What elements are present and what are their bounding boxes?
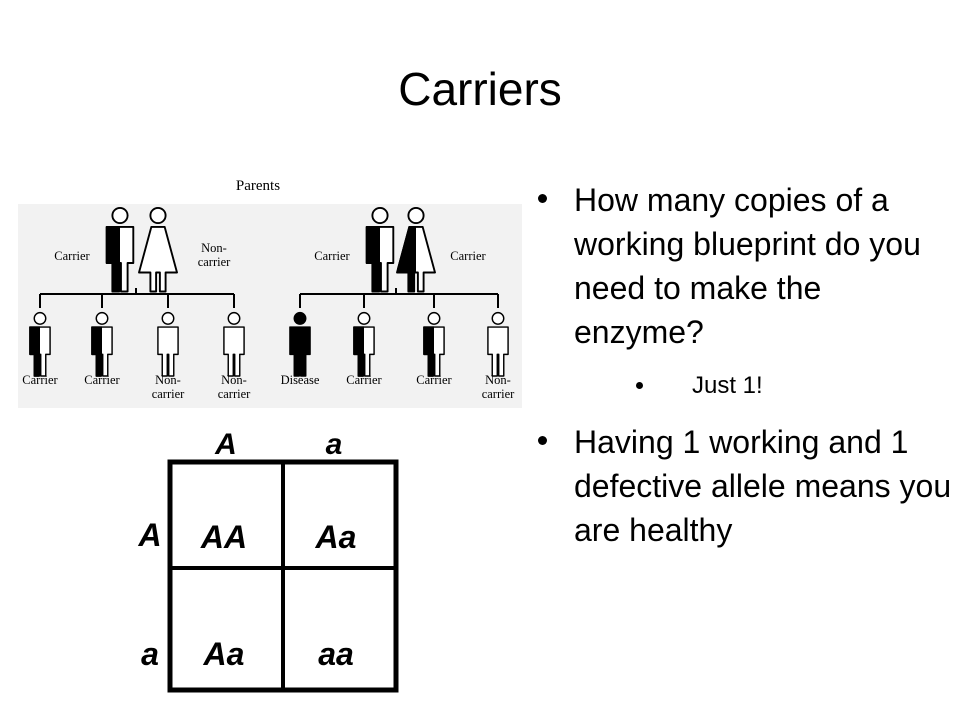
parents-label: Parents	[236, 178, 280, 194]
punnett-cell: aa	[318, 636, 354, 672]
child-normal-figure	[157, 311, 179, 377]
mother-label: Non-carrier	[198, 241, 231, 269]
sub-bullet-item: Just 1!	[532, 370, 952, 402]
mother-figure	[138, 206, 178, 293]
child-carrier-figure	[29, 311, 51, 377]
punnett-cell: Aa	[315, 519, 357, 555]
child-label: Disease	[281, 373, 320, 387]
punnett-row-header: A	[137, 517, 161, 553]
father-carrier-figure	[365, 206, 395, 293]
punnett-square: A a A a AA Aa Aa aa	[137, 428, 399, 693]
pedigree-lines	[39, 288, 499, 308]
bullet-text: Having 1 working and 1 defective allele …	[574, 424, 952, 548]
bullet-item: How many copies of a working blueprint d…	[532, 178, 952, 354]
punnett-cell: Aa	[203, 636, 245, 672]
punnett-row-header: a	[141, 636, 159, 672]
bullet-text: How many copies of a working blueprint d…	[574, 182, 921, 350]
father-carrier-figure	[105, 206, 135, 293]
child-label: Non-carrier	[152, 373, 185, 401]
child-carrier-figure	[353, 311, 375, 377]
punnett-col-header: A	[214, 428, 237, 461]
bullet-list: How many copies of a working blueprint d…	[532, 178, 952, 568]
child-carrier-figure	[91, 311, 113, 377]
bullet-dot	[538, 436, 547, 445]
bullet-dot	[538, 194, 547, 203]
child-disease-figure	[289, 311, 311, 377]
child-carrier-figure	[423, 311, 445, 377]
child-label: Carrier	[84, 373, 120, 387]
punnett-cell: AA	[200, 519, 247, 555]
bullet-dot	[636, 382, 643, 389]
punnett-col-header: a	[326, 428, 343, 461]
child-label: Non-carrier	[482, 373, 515, 401]
child-label: Carrier	[416, 373, 452, 387]
child-label: Non-carrier	[218, 373, 251, 401]
child-normal-figure	[487, 311, 509, 377]
child-label: Carrier	[22, 373, 58, 387]
child-label: Carrier	[346, 373, 382, 387]
father-label: Carrier	[314, 249, 350, 263]
child-normal-figure	[223, 311, 245, 377]
father-label: Carrier	[54, 249, 90, 263]
bullet-item: Having 1 working and 1 defective allele …	[532, 420, 952, 552]
slide-title: Carriers	[398, 63, 562, 115]
mother-label: Carrier	[450, 249, 486, 263]
sub-bullet-text: Just 1!	[692, 372, 763, 399]
mother-carrier-figure	[396, 206, 436, 293]
